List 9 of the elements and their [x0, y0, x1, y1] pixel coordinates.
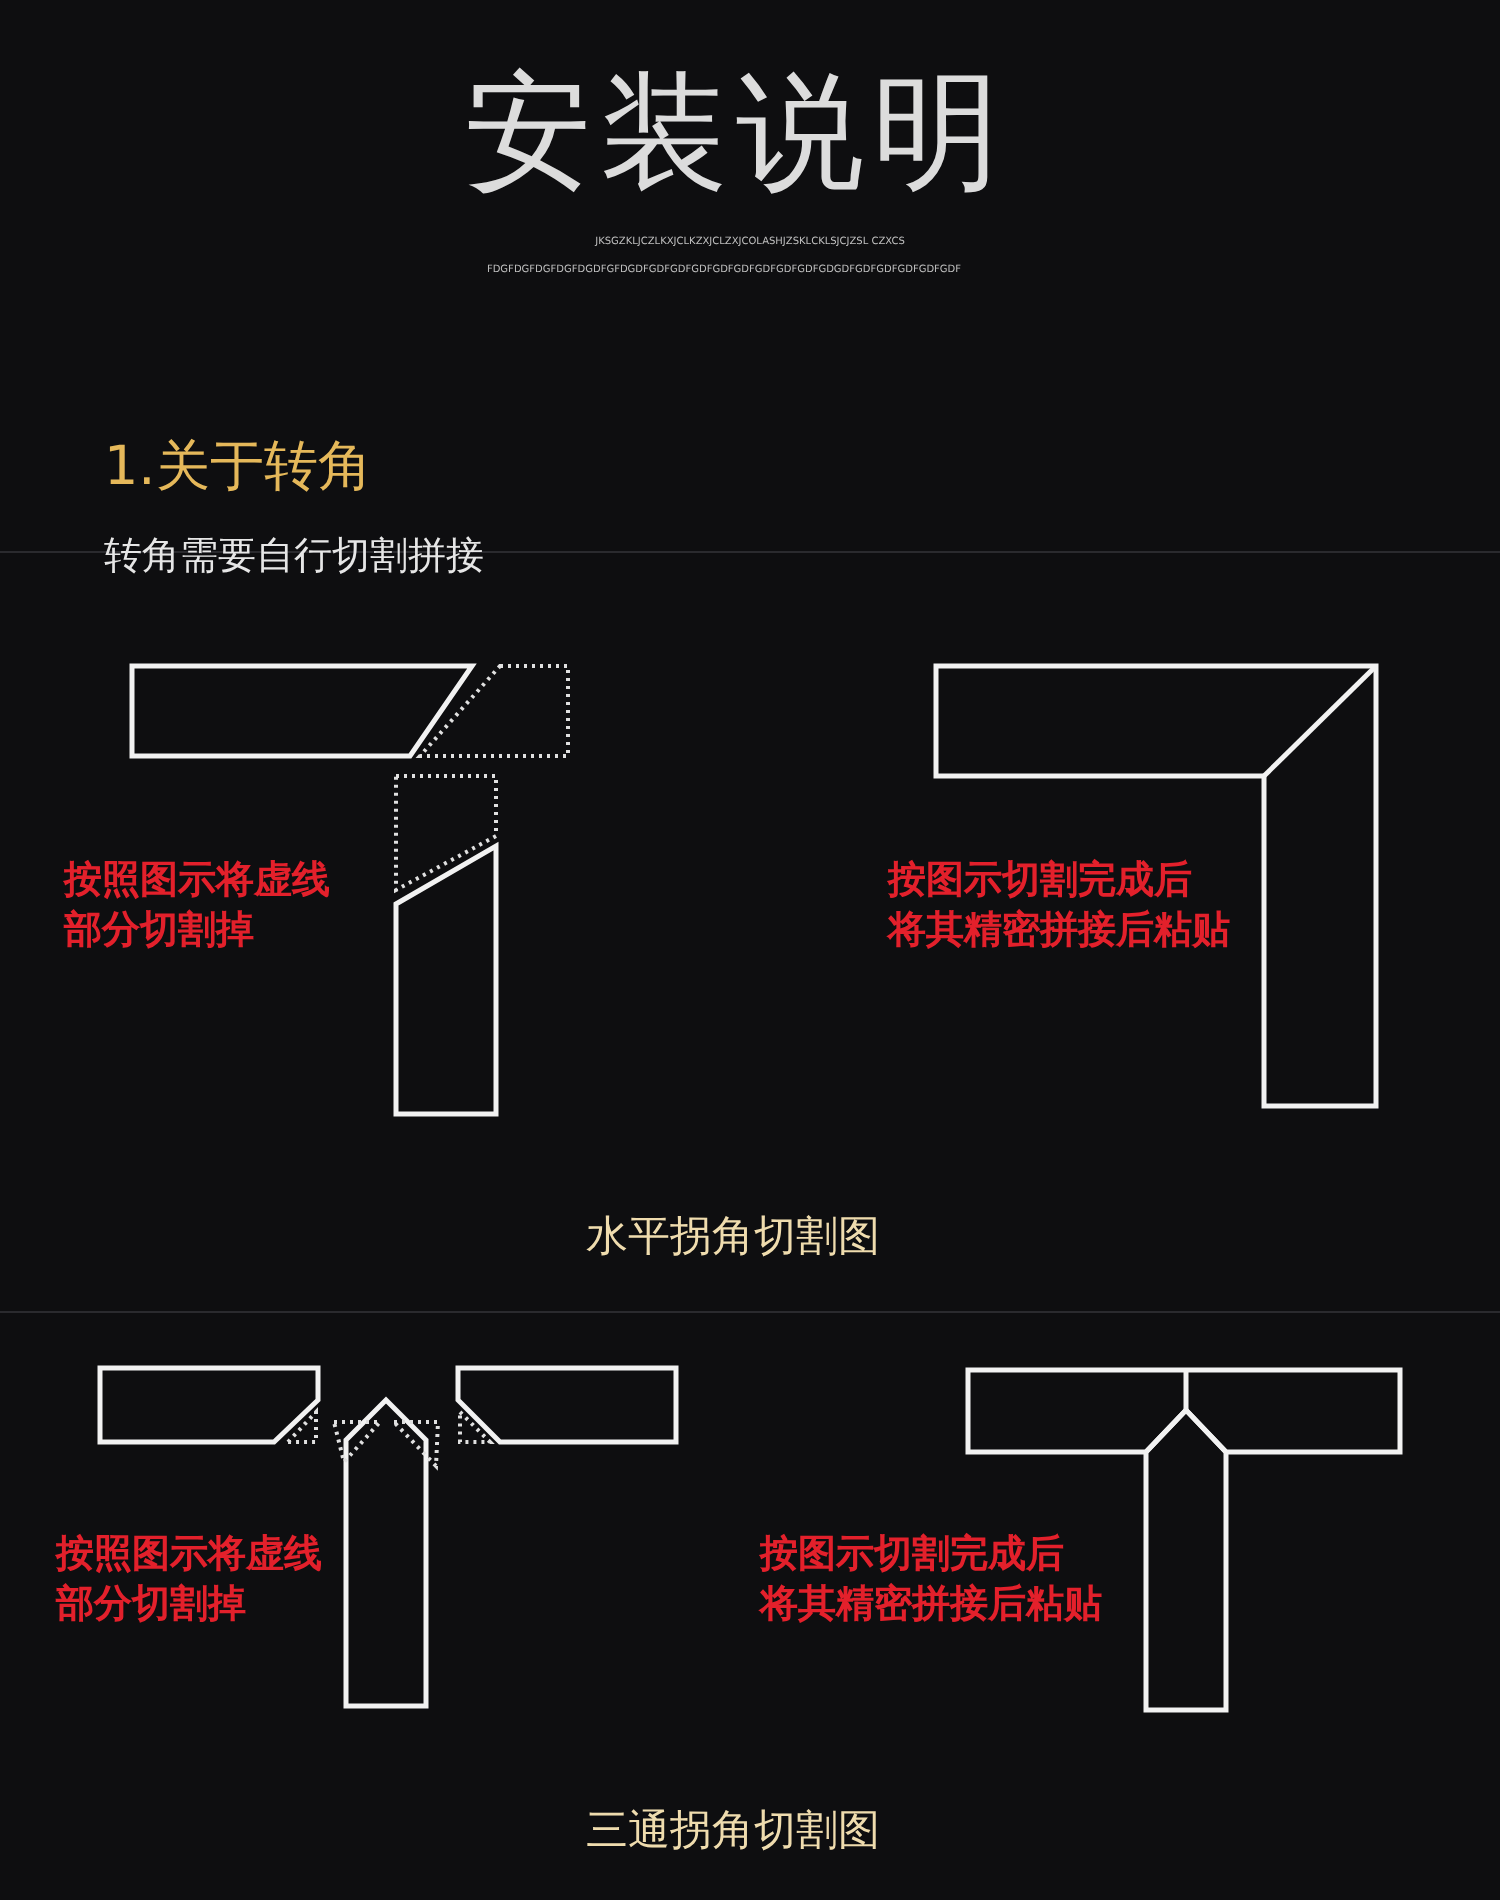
instruction-text: 按照图示将虚线部分切割掉: [64, 856, 330, 955]
subheading: 转角需要自行切割拼接: [104, 532, 484, 582]
diagram-caption: 三通拐角切割图: [586, 1804, 880, 1858]
instruction-text: 按图示切割完成后将其精密拼接后粘贴: [760, 1530, 1102, 1629]
instruction-text: 按图示切割完成后将其精密拼接后粘贴: [888, 856, 1230, 955]
section-heading: 1.关于转角: [104, 434, 372, 502]
title: 安装说明: [464, 58, 1008, 212]
diagram-caption: 水平拐角切割图: [586, 1210, 880, 1264]
instruction-text: 按照图示将虚线部分切割掉: [56, 1530, 322, 1629]
